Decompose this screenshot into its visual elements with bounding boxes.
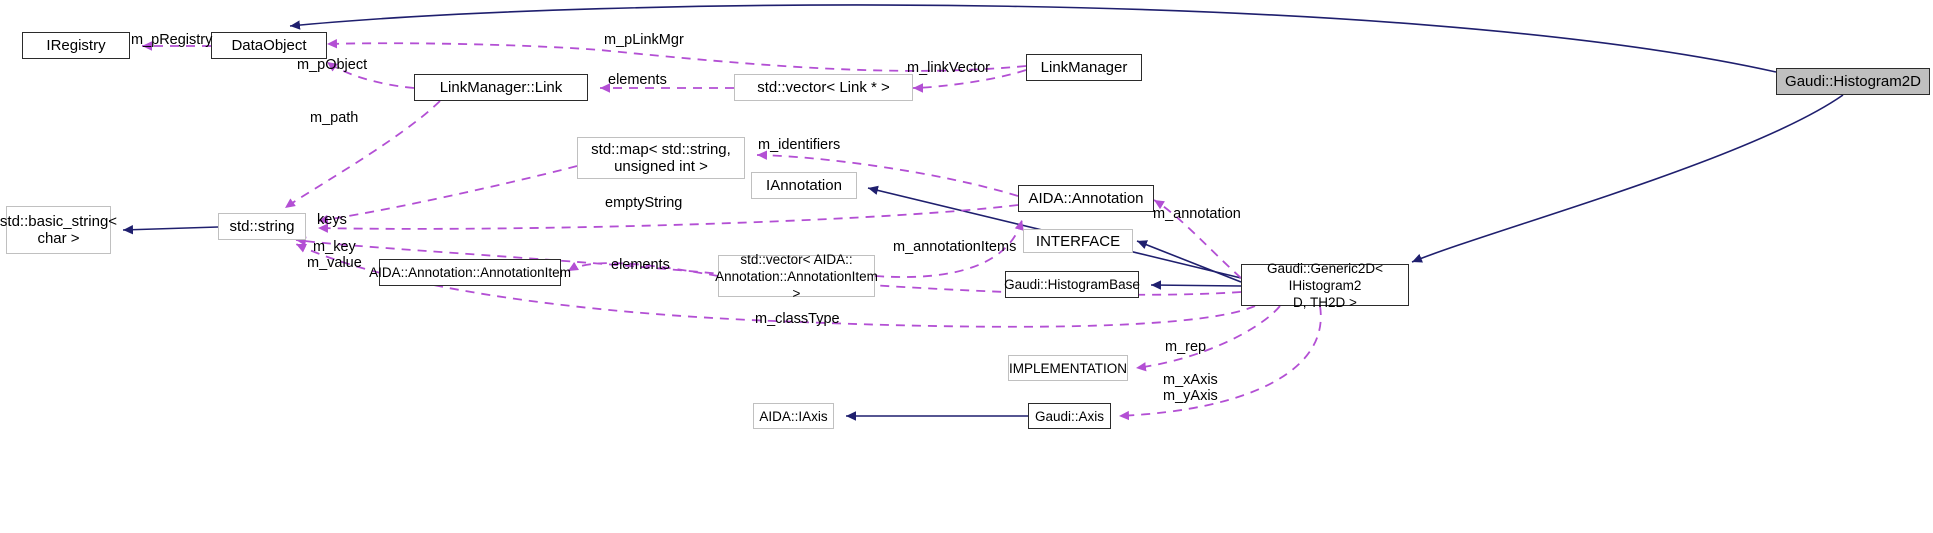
node-iregistry[interactable]: IRegistry <box>22 32 130 59</box>
node-linkmanager[interactable]: LinkManager <box>1026 54 1142 81</box>
node-vector-annotation-item[interactable]: std::vector< AIDA:: Annotation::Annotati… <box>715 251 878 301</box>
node-map-string-uint[interactable]: std::map< std::string, unsigned int > <box>577 137 745 179</box>
node-gaudi-histogram2d[interactable]: Gaudi::Histogram2D <box>1776 68 1930 95</box>
usage-edges <box>142 39 1322 421</box>
node-interface[interactable]: INTERFACE <box>1023 229 1133 253</box>
node-linkmanager-link[interactable]: LinkManager::Link <box>414 74 588 101</box>
node-gaudi-axis[interactable]: Gaudi::Axis <box>1028 403 1111 429</box>
node-std-string[interactable]: std::string <box>218 213 306 240</box>
node-aida-iaxis[interactable]: AIDA::IAxis <box>753 403 834 429</box>
node-basic-string-char[interactable]: std::basic_string< char > <box>0 206 117 254</box>
node-implementation[interactable]: IMPLEMENTATION <box>1008 355 1128 381</box>
node-vector-link-ptr[interactable]: std::vector< Link * > <box>734 74 913 101</box>
node-gaudi-histogrambase[interactable]: Gaudi::HistogramBase <box>1004 271 1140 298</box>
node-iannotation[interactable]: IAnnotation <box>751 172 857 199</box>
node-annotation-item[interactable]: AIDA::Annotation::AnnotationItem <box>369 259 571 286</box>
node-aida-annotation[interactable]: AIDA::Annotation <box>1018 185 1154 212</box>
node-gaudi-generic2d[interactable]: Gaudi::Generic2D< IHistogram2 D, TH2D > <box>1241 261 1409 310</box>
node-dataobject[interactable]: DataObject <box>211 32 327 59</box>
